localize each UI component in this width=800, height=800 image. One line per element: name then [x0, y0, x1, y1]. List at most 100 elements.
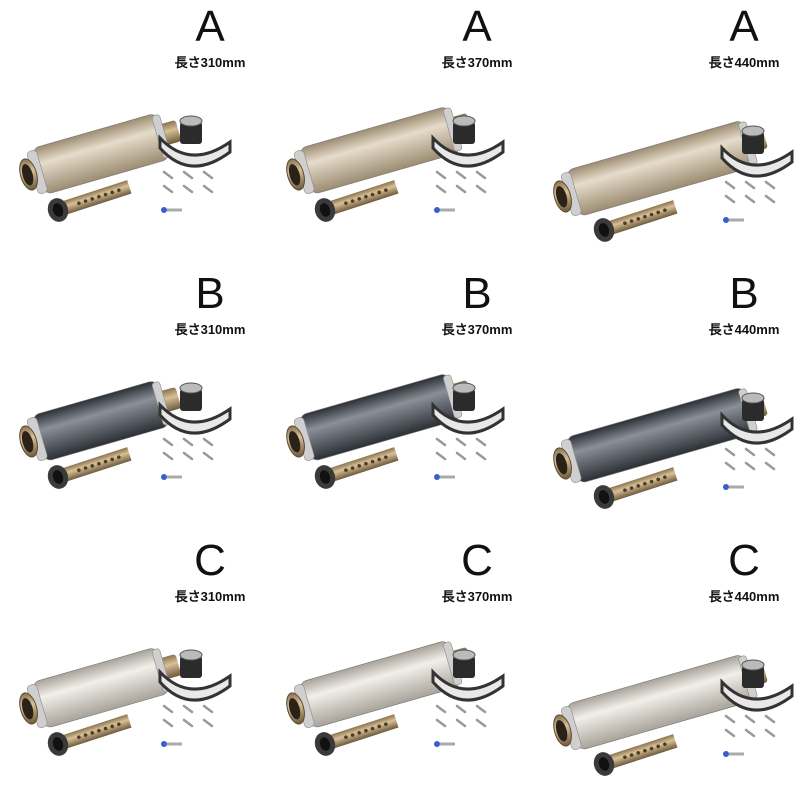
length-label: 長さ310mm: [174, 55, 246, 70]
db-killer: [314, 447, 399, 489]
hole: [643, 481, 647, 486]
db-killer: [314, 714, 399, 756]
muffler-body: [567, 121, 755, 216]
spring: [435, 718, 447, 728]
hole: [636, 217, 641, 221]
hole: [103, 192, 108, 197]
spring: [162, 704, 174, 714]
spring: [475, 718, 487, 728]
spring: [724, 194, 736, 204]
spring: [475, 170, 487, 180]
hole: [370, 459, 375, 464]
killer-hole: [52, 470, 64, 484]
hole: [357, 731, 362, 735]
mounting-bracket: [720, 392, 794, 445]
spring: [475, 184, 487, 194]
variant-letter: C: [194, 536, 226, 585]
muffler: [19, 381, 181, 461]
hole: [623, 488, 627, 493]
variant-letter: B: [195, 269, 225, 318]
spring: [435, 437, 447, 447]
hole: [364, 728, 368, 733]
hole: [117, 188, 121, 193]
hole: [90, 197, 95, 201]
spring: [202, 718, 214, 728]
product-cell: C 長さ310mm: [0, 534, 267, 800]
hole: [357, 197, 362, 201]
spring: [162, 718, 174, 728]
hole: [623, 221, 627, 226]
spring: [724, 714, 736, 724]
bracket-body: [453, 389, 475, 411]
spring: [744, 714, 756, 724]
hole: [364, 194, 368, 199]
hole: [656, 744, 661, 749]
length-label: 長さ370mm: [441, 322, 513, 337]
spring: [182, 451, 194, 461]
spring: [455, 704, 467, 714]
spring: [202, 184, 214, 194]
spring: [162, 170, 174, 180]
outlet-hole: [555, 186, 568, 208]
bracket-body: [742, 399, 764, 421]
length-label: 長さ310mm: [174, 589, 246, 604]
db-killer: [47, 714, 132, 756]
length-label: 長さ440mm: [708, 55, 780, 70]
hole: [90, 731, 95, 735]
spring: [435, 704, 447, 714]
spring: [764, 714, 776, 724]
hole: [110, 457, 115, 462]
hole: [663, 475, 667, 480]
killer-hole: [319, 203, 331, 217]
hole: [649, 212, 654, 217]
clamp: [158, 668, 232, 702]
hole: [370, 726, 375, 731]
mounting-bracket: [720, 125, 794, 178]
spring: [724, 461, 736, 471]
killer-hole: [52, 737, 64, 751]
bolt-head: [161, 207, 167, 213]
bolt-head: [434, 474, 440, 480]
outlet-hole: [288, 164, 301, 186]
bracket-body: [180, 389, 202, 411]
bracket-ring: [741, 125, 765, 137]
muffler: [19, 648, 181, 728]
spring: [455, 718, 467, 728]
spring: [764, 728, 776, 738]
spring: [744, 194, 756, 204]
hole: [629, 219, 634, 223]
exhaust-product-image: [553, 388, 794, 509]
hole: [90, 464, 95, 468]
bolt-head: [434, 741, 440, 747]
bracket-body: [453, 122, 475, 144]
bolt-head: [723, 217, 729, 223]
variant-letter: A: [462, 2, 492, 51]
clamp: [158, 134, 232, 168]
mounting-bracket: [158, 115, 232, 168]
hole: [643, 214, 647, 219]
bracket-ring: [452, 115, 476, 127]
hole: [384, 188, 388, 193]
muffler: [286, 107, 472, 194]
db-killer: [47, 180, 132, 222]
hole: [377, 190, 382, 195]
clamp: [431, 401, 505, 435]
hole: [110, 724, 115, 729]
variant-letter: C: [728, 536, 760, 585]
bolt-head: [434, 207, 440, 213]
exhaust-product-image: [19, 114, 232, 222]
bracket-body: [180, 122, 202, 144]
clamp: [431, 668, 505, 702]
exhaust-product-image: [286, 641, 505, 756]
spring: [202, 437, 214, 447]
bracket-body: [180, 656, 202, 678]
hole: [103, 726, 108, 731]
outlet-hole: [21, 698, 34, 720]
bolt-head: [161, 741, 167, 747]
killer-hole: [319, 737, 331, 751]
exhaust-product-image: [19, 648, 232, 756]
